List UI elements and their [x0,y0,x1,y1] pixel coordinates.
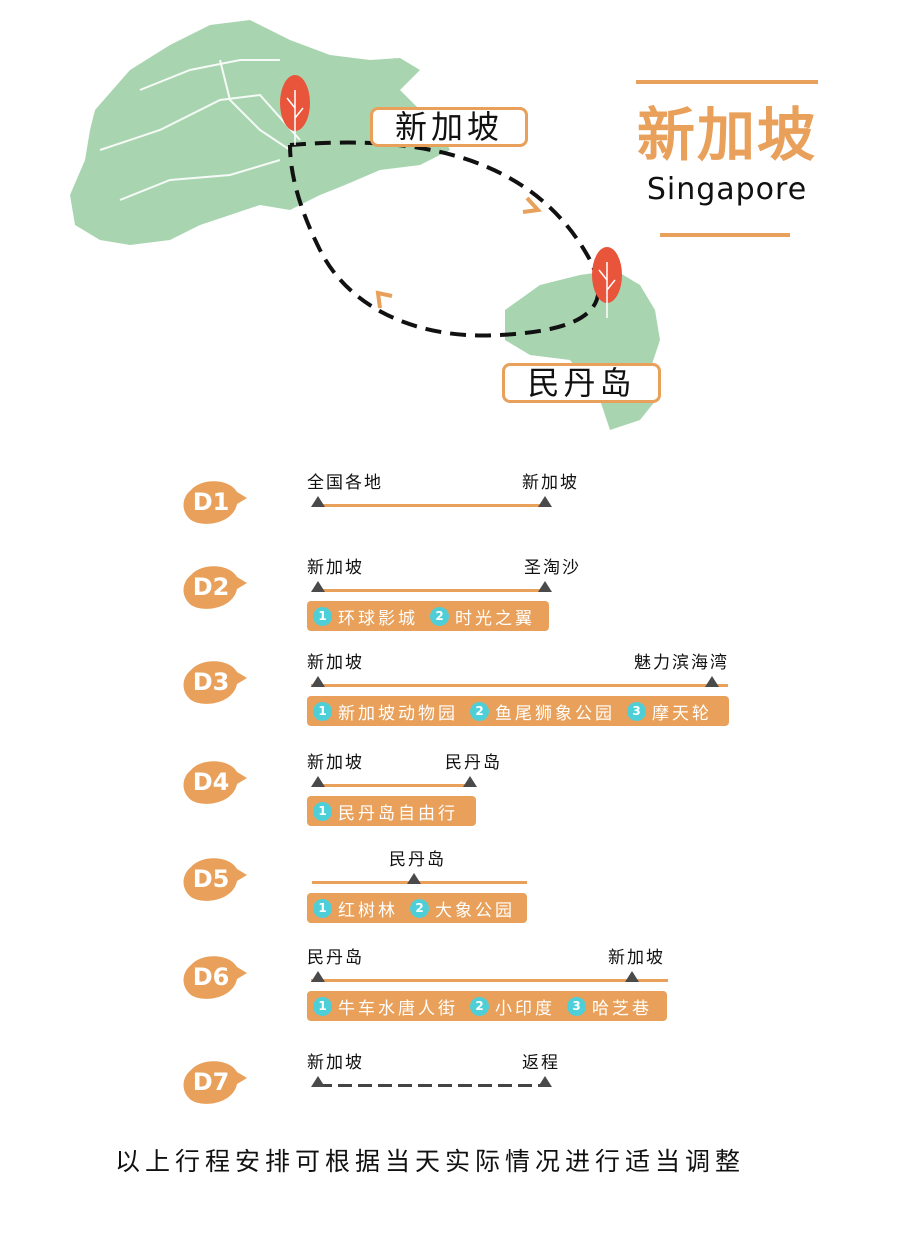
activity-number-badge: 2 [410,898,429,918]
activity-number-badge: 1 [313,898,332,918]
location-marker-icon [311,676,325,687]
location-marker-icon [311,971,325,982]
activity-name: 环球影城 [338,608,418,629]
day-label: D7 [192,1068,230,1096]
activities-bar: 1 红树林 2 大象公园 [307,893,527,923]
day-label: D1 [192,488,230,516]
day-label: D6 [192,963,230,991]
location-marker-icon [311,776,325,787]
page-subtitle: Singapore [646,172,808,207]
location-marker-icon [538,1076,552,1087]
activities-bar: 1 新加坡动物园 2 鱼尾狮象公园 3 摩天轮 [307,696,729,726]
activity-name: 摩天轮 [652,703,712,724]
place-from: 新加坡 [307,1053,364,1073]
activity-name: 牛车水唐人街 [338,998,458,1019]
place-to: 圣淘沙 [524,558,581,578]
day-label: D3 [192,668,230,696]
route-map [70,20,660,430]
activity-number-badge: 2 [430,606,449,626]
bintan-island [505,270,660,430]
tree-marker-icon [592,247,622,318]
activity-number-badge: 1 [313,996,332,1016]
location-marker-icon [625,971,639,982]
activity-number-badge: 1 [313,801,332,821]
footer-note: 以上行程安排可根据当天实际情况进行适当调整 [114,1147,745,1176]
place-from: 新加坡 [307,558,364,578]
place-from: 民丹岛 [307,948,364,968]
location-marker-icon [311,1076,325,1087]
day-badge-d3: D3 [183,660,249,708]
timeline-line [318,504,545,507]
day-label: D2 [192,573,230,601]
place-from: 新加坡 [307,753,364,773]
location-marker-icon [463,776,477,787]
timeline-line [318,589,545,592]
activity-number-badge: 2 [470,701,489,721]
day-badge-d2: D2 [183,565,249,613]
day-badge-d6: D6 [183,955,249,1003]
day-label: D5 [192,865,230,893]
divider [660,233,790,237]
place-from: 民丹岛 [389,850,446,870]
activity-name: 哈芝巷 [592,998,652,1019]
singapore-island [70,20,450,245]
location-marker-icon [538,581,552,592]
arrow-icon [522,196,543,214]
day-badge-d1: D1 [183,480,249,528]
timeline-line [311,684,728,687]
arrow-icon [375,290,393,309]
day-label: D4 [192,768,230,796]
day-badge-d5: D5 [183,857,249,905]
activity-name: 时光之翼 [455,608,535,629]
activity-number-badge: 3 [567,996,586,1016]
map-label-bintan: 民丹岛 [502,363,661,403]
place-to: 新加坡 [522,473,579,493]
activities-bar: 1 环球影城 2 时光之翼 [307,601,549,631]
activity-name: 鱼尾狮象公园 [495,703,615,724]
place-to: 新加坡 [608,948,665,968]
activity-number-badge: 1 [313,606,332,626]
location-marker-icon [311,581,325,592]
place-to: 魅力滨海湾 [634,653,729,673]
activities-bar: 1 民丹岛自由行 [307,796,476,826]
place-from: 全国各地 [307,473,383,493]
day-badge-d4: D4 [183,760,249,808]
day-badge-d7: D7 [183,1060,249,1108]
activity-name: 民丹岛自由行 [338,803,458,824]
activity-name: 大象公园 [435,900,515,921]
divider [636,80,818,84]
place-to: 民丹岛 [445,753,502,773]
timeline-line [318,1084,545,1087]
location-marker-icon [538,496,552,507]
tree-marker-icon [280,75,310,145]
route-dashed-path [288,140,601,338]
timeline-line [318,784,470,787]
activity-name: 红树林 [338,900,398,921]
activity-number-badge: 1 [313,701,332,721]
map-label-singapore: 新加坡 [370,107,528,147]
activity-number-badge: 3 [627,701,646,721]
location-marker-icon [705,676,719,687]
activity-name: 新加坡动物园 [338,703,458,724]
location-marker-icon [311,496,325,507]
place-from: 新加坡 [307,653,364,673]
activities-bar: 1 牛车水唐人街 2 小印度 3 哈芝巷 [307,991,667,1021]
activity-name: 小印度 [495,998,555,1019]
activity-number-badge: 2 [470,996,489,1016]
location-marker-icon [407,873,421,884]
timeline-line [311,979,668,982]
page-title: 新加坡 [636,101,817,169]
place-to: 返程 [522,1053,560,1073]
